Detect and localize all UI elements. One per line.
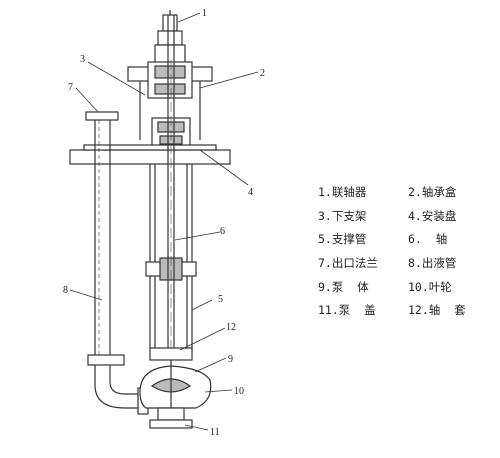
legend-item-6: 6. 轴 [408, 232, 448, 247]
legend-row: 1.联轴器 2.轴承盒 [318, 180, 498, 204]
pump-body [139, 347, 212, 429]
legend-item-5: 5.支撑管 [318, 232, 367, 247]
legend-item-7: 7.出口法兰 [318, 255, 378, 270]
callout-5: 5 [218, 294, 223, 305]
legend-item-12: 12.轴 套 [408, 303, 466, 318]
shaft [167, 15, 175, 360]
callout-2: 2 [260, 68, 265, 79]
legend-item-10: 10.叶轮 [408, 279, 452, 294]
callout-8: 8 [63, 285, 68, 296]
legend-row: 3.下支架 4.安装盘 [318, 204, 498, 228]
callout-9: 9 [228, 354, 233, 365]
legend-item-4: 4.安装盘 [408, 208, 457, 223]
parts-legend: 1.联轴器 2.轴承盒 3.下支架 4.安装盘 5.支撑管 6. 轴 7.出口法… [318, 180, 498, 322]
legend-row: 9.泵 体 10.叶轮 [318, 275, 498, 299]
legend-item-11: 11.泵 盖 [318, 303, 376, 318]
legend-item-2: 2.轴承盒 [408, 184, 457, 199]
bearing-box [127, 61, 213, 140]
callout-7: 7 [68, 82, 73, 93]
legend-row: 11.泵 盖 12.轴 套 [318, 298, 498, 322]
callout-10: 10 [234, 386, 244, 397]
callout-1: 1 [202, 8, 207, 19]
callout-12: 12 [226, 322, 236, 333]
legend-item-9: 9.泵 体 [318, 279, 369, 294]
legend-item-3: 3.下支架 [318, 208, 367, 223]
callout-4: 4 [248, 187, 253, 198]
legend-row: 5.支撑管 6. 轴 [318, 227, 498, 251]
callout-3: 3 [80, 54, 85, 65]
legend-row: 7.出口法兰 8.出液管 [318, 251, 498, 275]
legend-item-8: 8.出液管 [408, 255, 457, 270]
callout-11: 11 [210, 427, 220, 438]
legend-item-1: 1.联轴器 [318, 184, 367, 199]
callout-6: 6 [220, 226, 225, 237]
support-tube [145, 164, 197, 350]
coupling [154, 10, 186, 66]
